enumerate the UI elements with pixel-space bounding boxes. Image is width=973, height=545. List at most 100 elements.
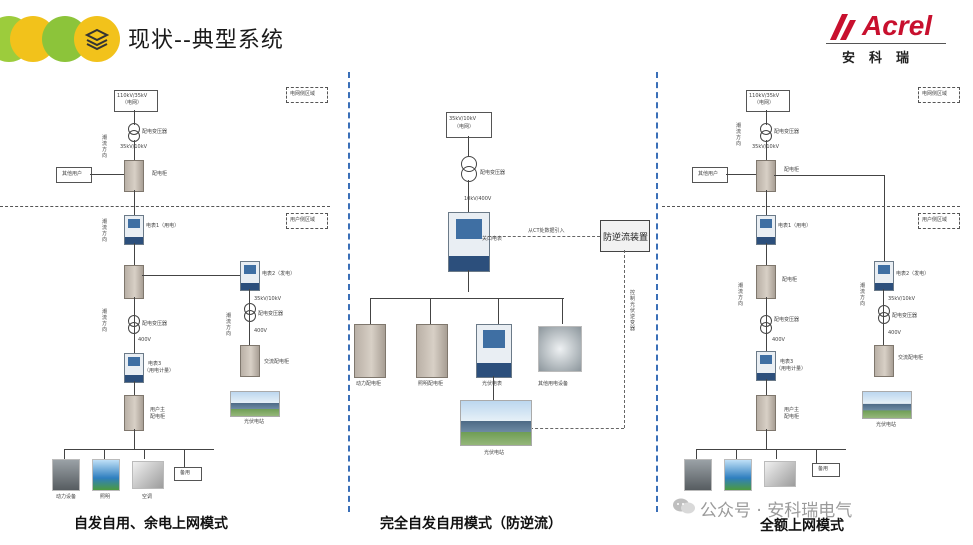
line (142, 275, 250, 276)
meter-2-label: 电表2（发电） (896, 271, 930, 277)
meter-2-icon (240, 261, 260, 291)
lighting-image (724, 459, 752, 491)
line (696, 449, 697, 459)
other-equip-image (538, 326, 582, 372)
meter-3-label: 电表3 (780, 359, 794, 365)
v400-b-label: 400V (254, 328, 267, 334)
line (468, 136, 469, 156)
transformer-1-label: 配电变压器 (142, 129, 168, 135)
user-zone-tag (286, 213, 328, 229)
line (816, 449, 817, 463)
grid-zone-label: 电网侧区域 (290, 91, 316, 97)
user-cabinet-label-a: 用户主 (784, 407, 800, 413)
transformer-icon (878, 312, 890, 324)
page-title: 现状--典型系统 (128, 28, 284, 53)
anti-reflux-label: 防逆流装置 (603, 233, 649, 243)
pv-station-image (230, 391, 280, 417)
anti-reflux-device (600, 220, 650, 252)
control-dashed-link (624, 250, 625, 428)
flow-dir-pv: 潮流方向 (860, 283, 866, 307)
grid-zone-tag (286, 87, 328, 103)
line (562, 298, 563, 324)
dist-cabinet-icon (756, 160, 776, 192)
dist-cabinet-icon (124, 160, 144, 192)
dist-cabinet-label: 配电柜 (784, 167, 800, 173)
load-power-label: 动力设备 (56, 494, 77, 500)
caption-right: 全额上网模式 (760, 518, 844, 534)
ac-cabinet-label: 交流配电柜 (264, 359, 290, 365)
line (766, 243, 767, 265)
line (468, 270, 469, 292)
meter-2-label: 电表2（发电） (262, 271, 296, 277)
lighting-image (92, 459, 120, 491)
transformer-2-label: 配电变压器 (892, 313, 918, 319)
spare-label: 备用 (180, 470, 191, 476)
control-dashed-bottom (530, 428, 624, 429)
line (696, 449, 846, 450)
gateway-meter-icon (448, 212, 490, 272)
user-cabinet-icon (756, 395, 776, 431)
cabinet-2-icon (124, 265, 144, 299)
other-user-label: 其他用户 (62, 171, 83, 177)
air-conditioner-image (132, 461, 164, 489)
grid-source-sub: （电网） (754, 100, 775, 106)
meter-3-icon (756, 351, 776, 381)
line (134, 140, 135, 160)
line (766, 140, 767, 160)
v400-a-label: 400V (138, 337, 151, 343)
line (726, 174, 756, 175)
meter-3-sub: （用电计量） (776, 366, 807, 372)
watermark-text: 公众号 · 安科瑞电气 (700, 501, 853, 521)
voltage-label: 10kV/400V (464, 196, 492, 202)
acrel-logo-mark-icon (830, 14, 856, 40)
line (184, 449, 185, 467)
caption-left: 自发自用、余电上网模式 (74, 516, 228, 532)
meter-1-label: 电表1（用电） (778, 223, 812, 229)
light-cabinet-icon (416, 324, 448, 378)
light-cabinet-label: 照明配电柜 (418, 381, 444, 387)
flow-dir-1: 潮流方向 (736, 123, 742, 147)
transformer-icon (760, 322, 772, 334)
user-zone-label: 用户侧区域 (290, 217, 316, 223)
user-cabinet-label-a: 用户主 (150, 407, 166, 413)
logo-divider (826, 43, 946, 44)
grid-source-sub: （电网） (122, 100, 143, 106)
flow-dir-2: 潮流方向 (738, 283, 744, 307)
user-cabinet-label-b: 配电柜 (150, 414, 166, 420)
power-cabinet-icon (354, 324, 386, 378)
other-equip-label: 其他用电设备 (538, 381, 569, 387)
meter-1-label: 电表1（用电） (146, 223, 180, 229)
flow-dir-3: 潮流方向 (102, 309, 108, 333)
grid-source-box (114, 90, 158, 112)
line (144, 449, 145, 459)
caption-middle: 完全自发自用模式（防逆流） (380, 516, 562, 532)
ac-cabinet-label: 交流配电柜 (898, 355, 924, 361)
line (370, 298, 564, 299)
line (766, 190, 767, 215)
line (766, 110, 767, 125)
pv-meter-icon (476, 324, 512, 378)
transformer-3-label: 配电变压器 (142, 321, 168, 327)
spare-box (174, 467, 202, 481)
grid-zone-tag (918, 87, 960, 103)
line (430, 298, 431, 324)
ac-cabinet-icon (240, 345, 260, 377)
flow-dir-pv: 潮流方向 (226, 313, 232, 337)
voltage-1-label: 35kV/10kV (752, 144, 780, 150)
grid-zone-label: 电网侧区域 (922, 91, 948, 97)
logo-word: Acrel (862, 10, 933, 41)
pv-station-label: 光伏电站 (484, 450, 505, 456)
dist-cabinet-label: 配电柜 (152, 171, 168, 177)
control-note: 控制光伏逆变器 (630, 290, 636, 332)
user-cabinet-icon (124, 395, 144, 431)
line (370, 298, 371, 324)
v400-a-label: 400V (772, 337, 785, 343)
pv-station-image (460, 400, 532, 446)
grid-source-box (746, 90, 790, 112)
ct-note: 从CT处数据引入 (528, 228, 565, 234)
transformer-icon (244, 310, 256, 322)
line (134, 429, 135, 449)
line (64, 449, 214, 450)
user-zone-label: 用户侧区域 (922, 217, 948, 223)
load-light-label: 照明 (100, 494, 111, 500)
